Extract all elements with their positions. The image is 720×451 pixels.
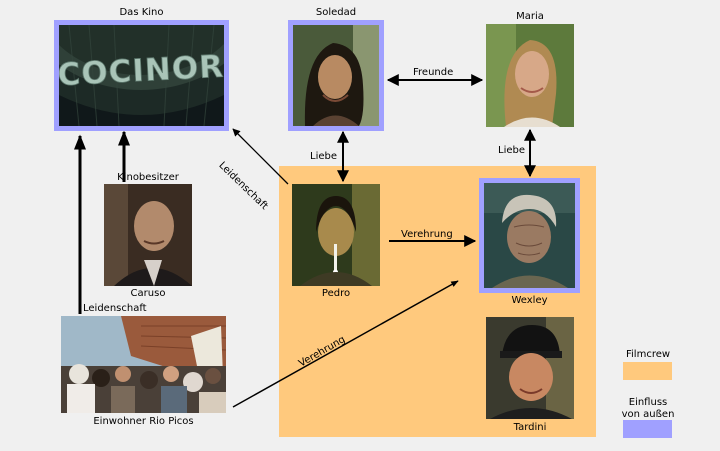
kino-label: Das Kino	[119, 7, 164, 18]
soledad-label: Soledad	[315, 7, 357, 18]
tardini-label: Tardini	[513, 422, 547, 433]
arrow-verehrung-einwohner	[232, 280, 459, 408]
arrow-leidenschaft-pedro	[232, 128, 289, 185]
legend-filmcrew-swatch	[623, 362, 672, 380]
legend-einfluss-label: Einfluss von außen	[621, 397, 675, 420]
wexley-label: Wexley	[511, 295, 548, 306]
edge-label-liebe-maria-wexley: Liebe	[498, 145, 526, 156]
pedro-portrait-photo	[292, 184, 380, 286]
legend-einfluss-swatch	[623, 420, 672, 438]
soledad-portrait-photo	[288, 20, 384, 131]
caruso-portrait-photo	[104, 184, 192, 286]
legend-filmcrew-label: Filmcrew	[626, 349, 671, 360]
edge-label-leidenschaft-einwohner: Leidenschaft	[83, 303, 147, 314]
caruso-label: Caruso	[130, 288, 166, 299]
edge-label-liebe-soledad-pedro: Liebe	[310, 151, 338, 162]
wexley-portrait-photo	[479, 178, 580, 293]
tardini-portrait-photo	[486, 317, 574, 419]
cinema-sign-photo: COCINOR	[54, 20, 229, 131]
kinobesitzer-label: Kinobesitzer	[117, 172, 179, 183]
edge-label-freunde: Freunde	[413, 67, 454, 78]
edge-label-verehrung-pedro: Verehrung	[401, 229, 453, 240]
maria-portrait-photo	[486, 24, 574, 127]
maria-label: Maria	[516, 11, 544, 22]
pedro-label: Pedro	[321, 288, 351, 299]
einwohner-crowd-photo	[61, 316, 226, 413]
svg-text:COCINOR: COCINOR	[59, 49, 224, 94]
einwohner-label: Einwohner Rio Picos	[93, 416, 194, 427]
